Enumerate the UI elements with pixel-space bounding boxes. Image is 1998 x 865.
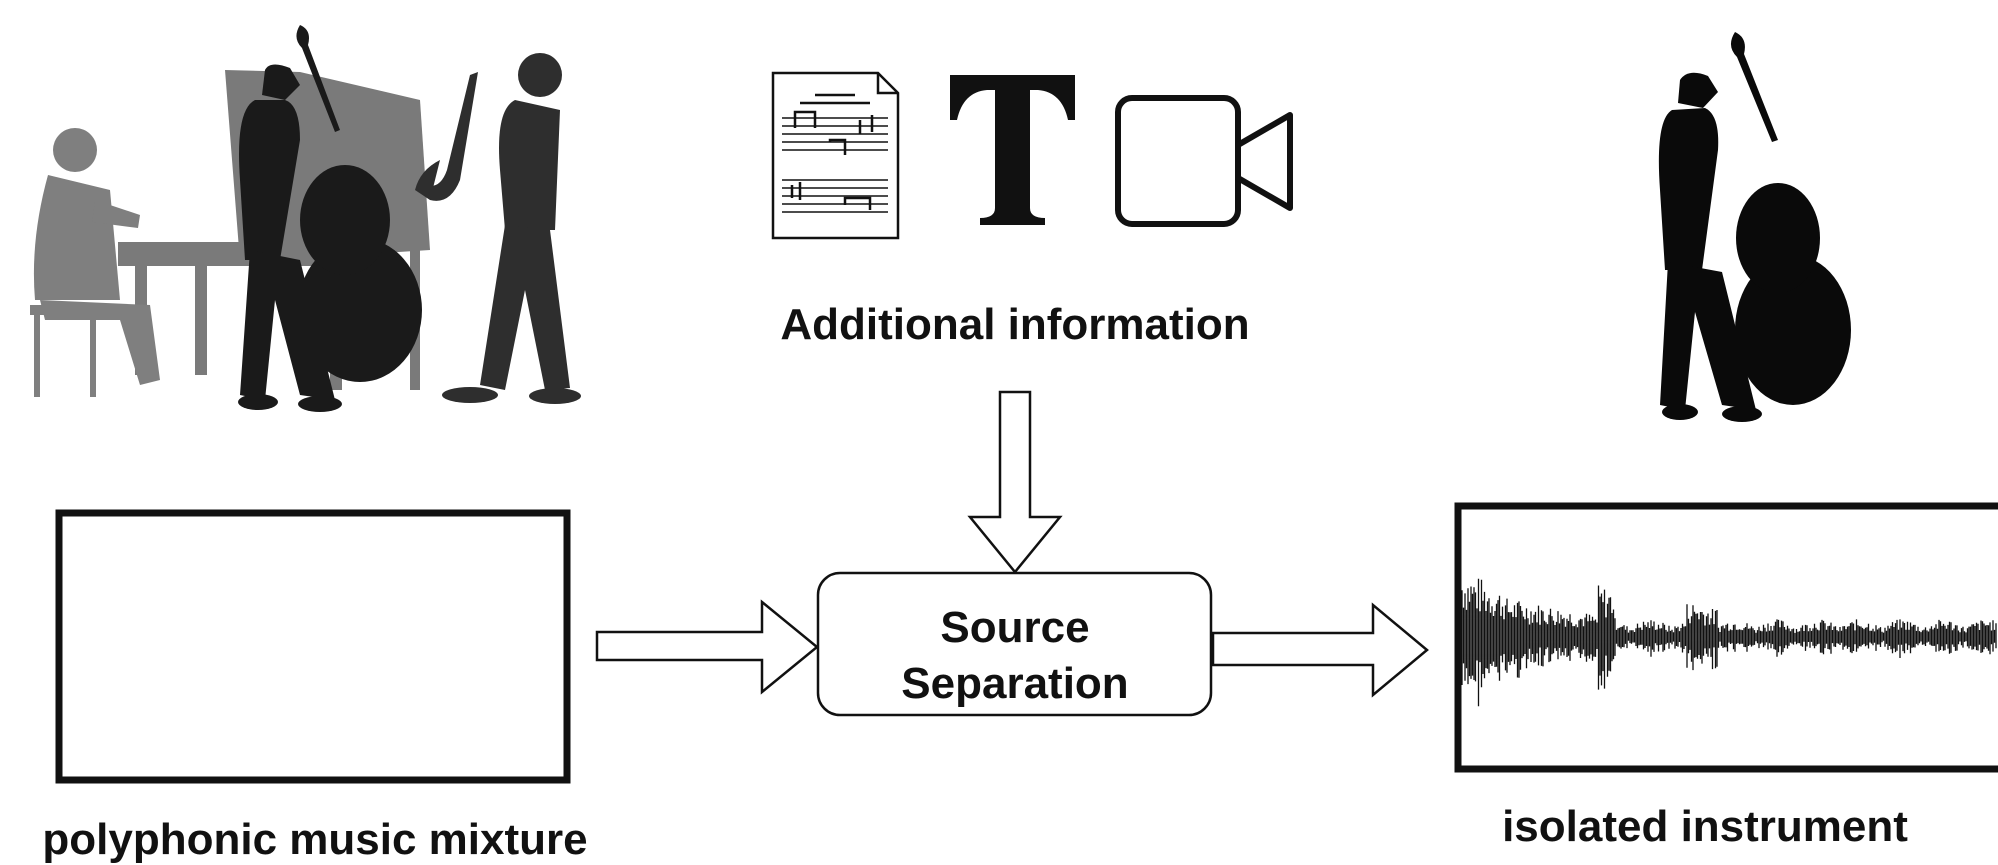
source-separation-label: Source Separation — [820, 600, 1210, 712]
mixture-waveform-box — [59, 513, 571, 784]
arrow-information-to-separation — [967, 390, 1063, 574]
source-separation-line1: Source — [940, 603, 1090, 652]
sheet-music-icon — [771, 71, 900, 240]
video-camera-icon — [1115, 95, 1293, 227]
arrow-separation-to-isolated — [1211, 602, 1429, 698]
mixture-label: polyphonic music mixture — [42, 815, 588, 864]
additional-information-label: Additional information — [780, 300, 1250, 349]
isolated-label: isolated instrument — [1502, 802, 1908, 851]
ensemble-silhouette-icon — [30, 25, 581, 412]
waveform-icon — [1461, 578, 1997, 707]
source-separation-line2: Separation — [901, 659, 1129, 708]
arrow-mixture-to-separation — [595, 599, 819, 695]
bassist-silhouette-icon — [1658, 32, 1851, 422]
source-separation-box — [816, 571, 1213, 717]
text-T-icon — [950, 75, 1075, 225]
isolated-waveform-box — [1454, 502, 1998, 773]
